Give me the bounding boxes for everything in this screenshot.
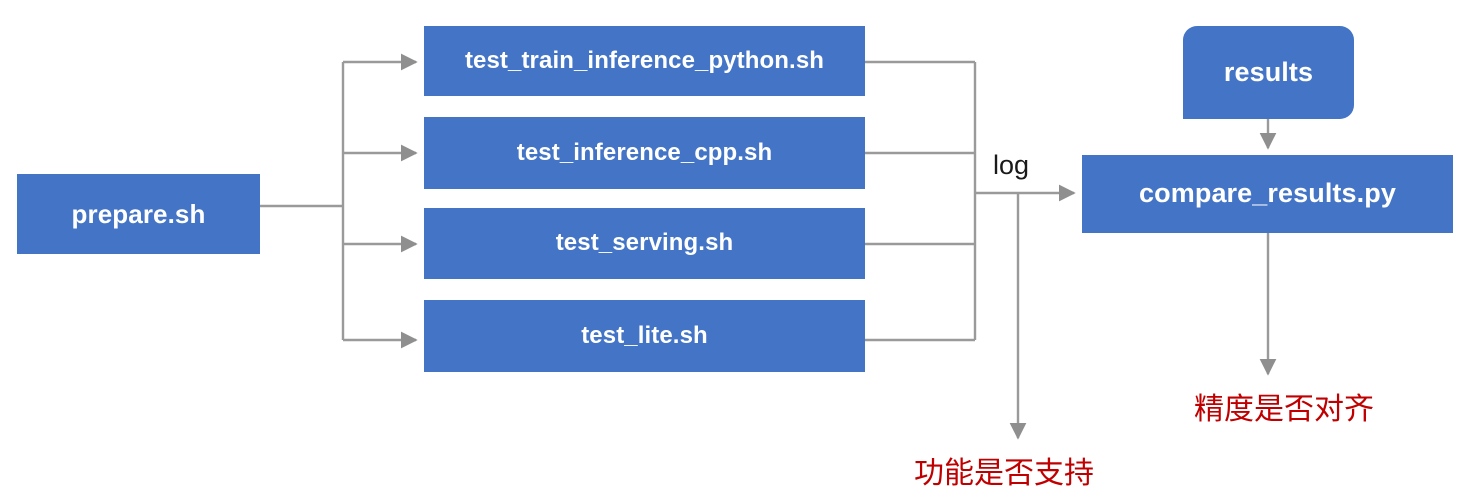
edge-label-log: log [993,150,1030,180]
node-test-train-inference-python-sh[interactable]: test_train_inference_python.sh [424,26,865,96]
node-test-inference-cpp-sh-label: test_inference_cpp.sh [516,138,773,166]
node-prepare-sh[interactable]: prepare.sh [17,174,260,254]
annotation-precision-aligned: 精度是否对齐 [1194,392,1374,427]
node-test-lite-sh-label: test_lite.sh [581,321,708,349]
annotation-function-supported: 功能是否支持 [914,456,1094,491]
node-results-label: results [1223,56,1314,87]
node-test-inference-cpp-sh[interactable]: test_inference_cpp.sh [424,117,865,189]
node-results[interactable]: results [1183,26,1354,119]
node-compare-results-py[interactable]: compare_results.py [1082,155,1453,233]
node-prepare-sh-label: prepare.sh [71,198,206,229]
node-test-serving-sh-label: test_serving.sh [555,229,734,257]
node-test-lite-sh[interactable]: test_lite.sh [424,300,865,372]
node-test-serving-sh[interactable]: test_serving.sh [424,208,865,279]
node-test-train-inference-python-sh-label: test_train_inference_python.sh [464,46,825,74]
node-compare-results-py-label: compare_results.py [1139,178,1396,209]
